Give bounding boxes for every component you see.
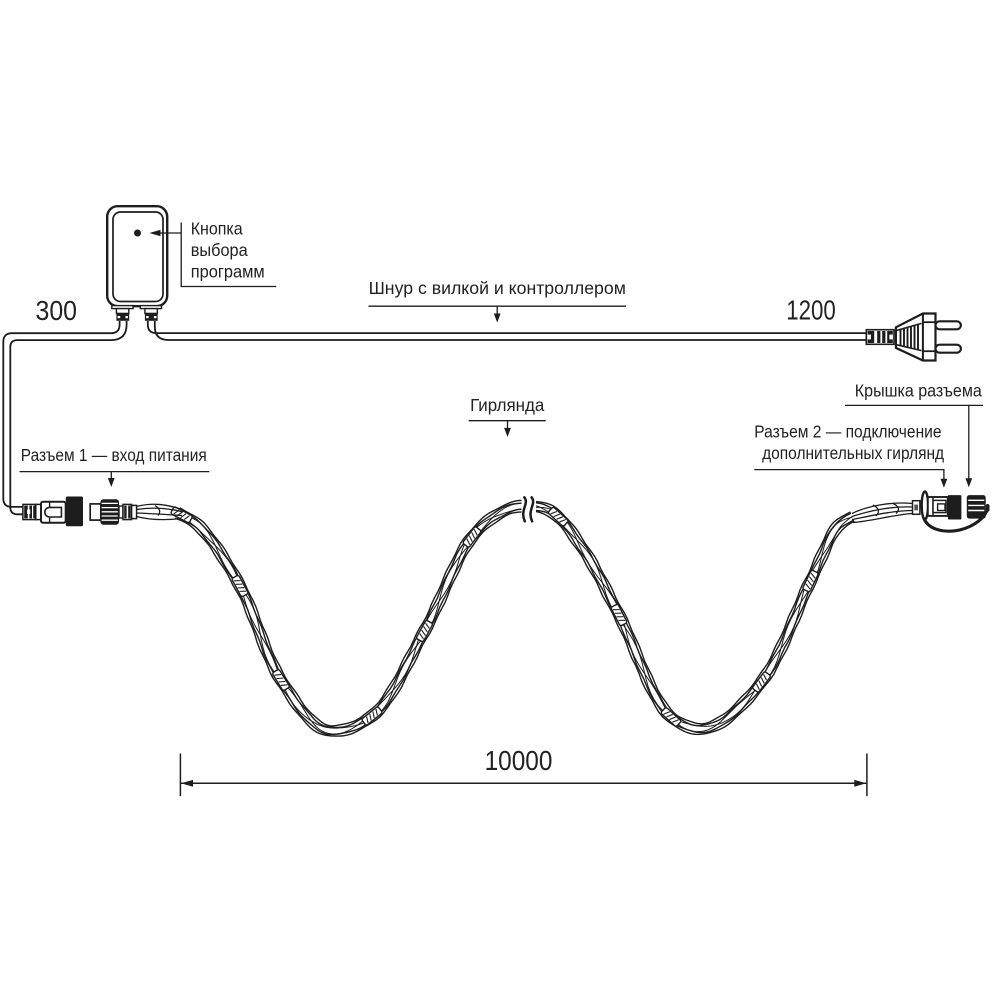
svg-text:программ: программ	[191, 262, 265, 282]
svg-text:Гирлянда: Гирлянда	[470, 395, 545, 415]
svg-text:дополнительных гирлянд: дополнительных гирлянд	[762, 443, 944, 463]
svg-text:Разъем 2 — подключение: Разъем 2 — подключение	[754, 422, 941, 442]
svg-text:1200: 1200	[786, 295, 836, 326]
svg-text:300: 300	[36, 295, 78, 326]
svg-text:Крышка разъема: Крышка разъема	[855, 381, 982, 401]
svg-text:Разъем 1 — вход питания: Разъем 1 — вход питания	[21, 445, 207, 465]
svg-text:Кнопка: Кнопка	[191, 219, 243, 239]
svg-text:выбора: выбора	[191, 240, 248, 260]
svg-text:Шнур с вилкой и контроллером: Шнур с вилкой и контроллером	[369, 278, 626, 298]
svg-text:10000: 10000	[485, 745, 553, 776]
